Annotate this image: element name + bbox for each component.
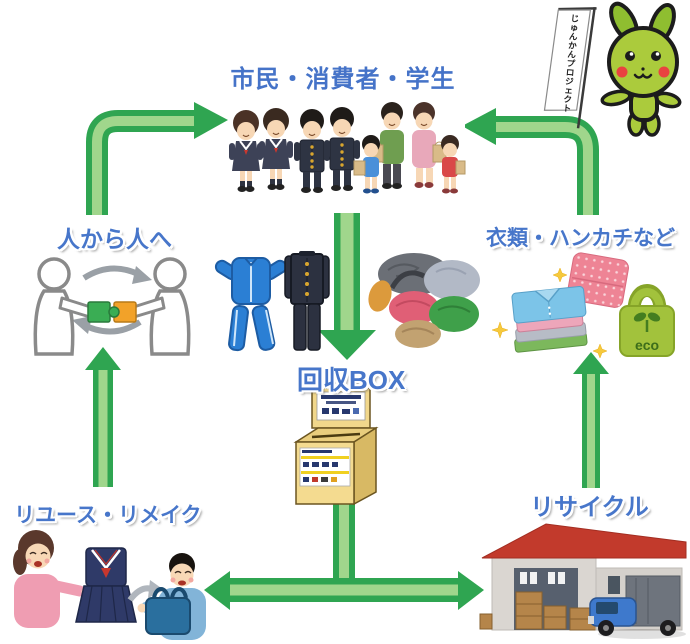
arrow-citizens-to-box (318, 213, 376, 360)
label-clothing: 衣類・ハンカチなど (486, 227, 675, 250)
arrow-clothing-to-citizens (462, 108, 599, 215)
handshake-illustration (33, 257, 191, 356)
clothing-items-illustration: eco (492, 252, 675, 359)
mascot-banner: じゅんかんプロジェクト (543, 7, 597, 129)
collection-box-illustration (293, 387, 379, 506)
label-recycle: リサイクル (530, 494, 649, 521)
mascot-illustration: じゅんかんプロジェクト (543, 1, 682, 137)
arrow-reuse-to-people (85, 347, 121, 487)
family-girl (441, 135, 466, 194)
reuse-remake-illustration (13, 530, 206, 640)
person-left (33, 257, 102, 356)
sailor-uniform (75, 547, 137, 623)
arrow-box-to-reuse-recycle (204, 504, 484, 610)
eco-bag-label: eco (635, 337, 659, 353)
exchange-arrows (72, 265, 152, 335)
family-mother (412, 102, 447, 188)
school-uniform-illustration (284, 251, 330, 351)
banner-text: じゅんかんプロジェクト (562, 13, 580, 113)
label-reuse-remake: リユース・リメイク (14, 504, 202, 527)
title-text: 市民・消費者・学生 (230, 65, 456, 93)
folded-shirts (511, 285, 588, 353)
students-family-illustration (229, 98, 466, 198)
schoolgirl (259, 108, 293, 190)
eco-bag: eco (619, 284, 675, 357)
sparkle-icon (492, 267, 608, 359)
schoolboy (324, 107, 360, 191)
clothes-pile-illustration (368, 253, 480, 348)
puzzle-pieces (87, 301, 137, 323)
woman (13, 530, 91, 628)
cardboard-bales (479, 591, 601, 631)
mascot-rabbit (600, 1, 682, 137)
label-collection-box: 回収BOX (297, 365, 406, 395)
label-person-to-person: 人から人へ (57, 226, 172, 252)
family-boy (353, 135, 380, 194)
arrow-people-to-citizens (86, 102, 228, 215)
arrow-recycle-to-clothing (573, 352, 609, 488)
tracksuit-illustration (214, 257, 288, 352)
title-citizens: 市民・消費者・学生 (230, 55, 456, 97)
truck (588, 575, 686, 639)
tote-bag (145, 587, 191, 635)
schoolgirl (229, 110, 263, 192)
recycle-factory-illustration (479, 523, 687, 639)
